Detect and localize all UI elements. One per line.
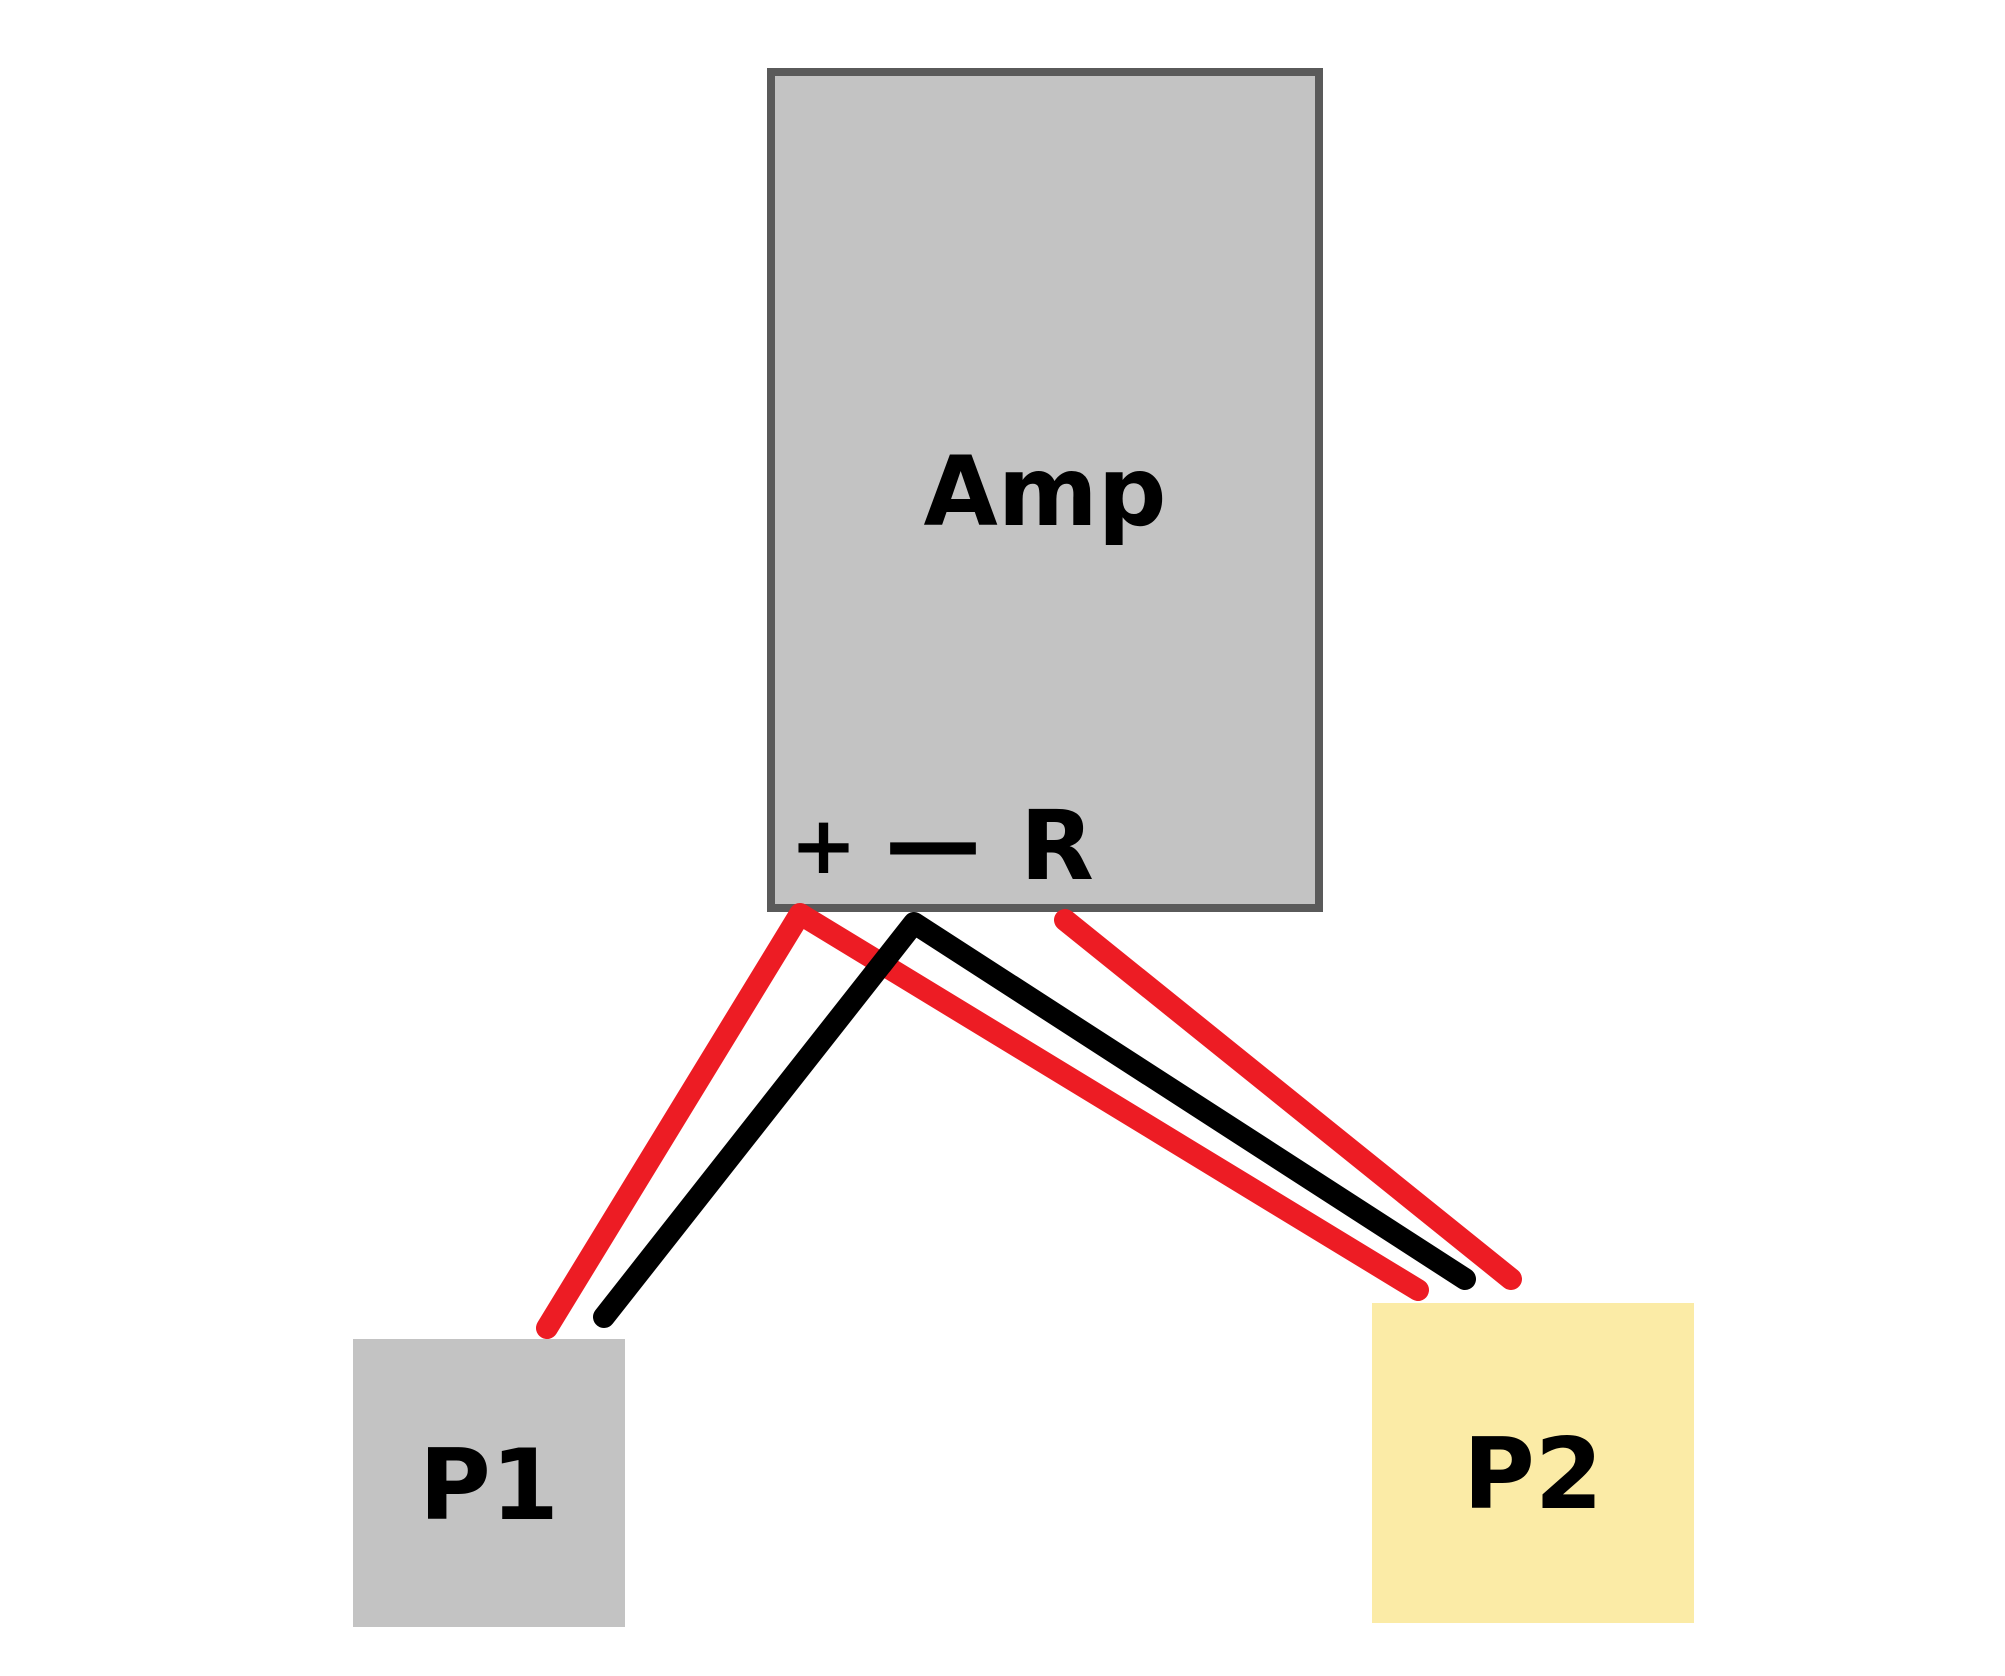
positive-wire-amp-to-p1-and-p2 — [536, 903, 1429, 1339]
speaker-p2-box: P2 — [1372, 1303, 1694, 1623]
speaker-p1-label: P1 — [418, 1429, 559, 1543]
positive-wire-r-to-p2 — [1054, 909, 1522, 1290]
speaker-p1-box: P1 — [353, 1339, 625, 1627]
amp-label: Amp — [923, 436, 1167, 548]
amp-box: Amp + — R — [767, 68, 1323, 912]
minus-terminal-label: — — [885, 786, 981, 898]
right-terminal-label: R — [1020, 790, 1094, 902]
negative-wire-amp-to-p1-and-p2 — [593, 912, 1476, 1328]
speaker-p2-label: P2 — [1462, 1418, 1603, 1532]
plus-terminal-label: + — [790, 799, 858, 892]
